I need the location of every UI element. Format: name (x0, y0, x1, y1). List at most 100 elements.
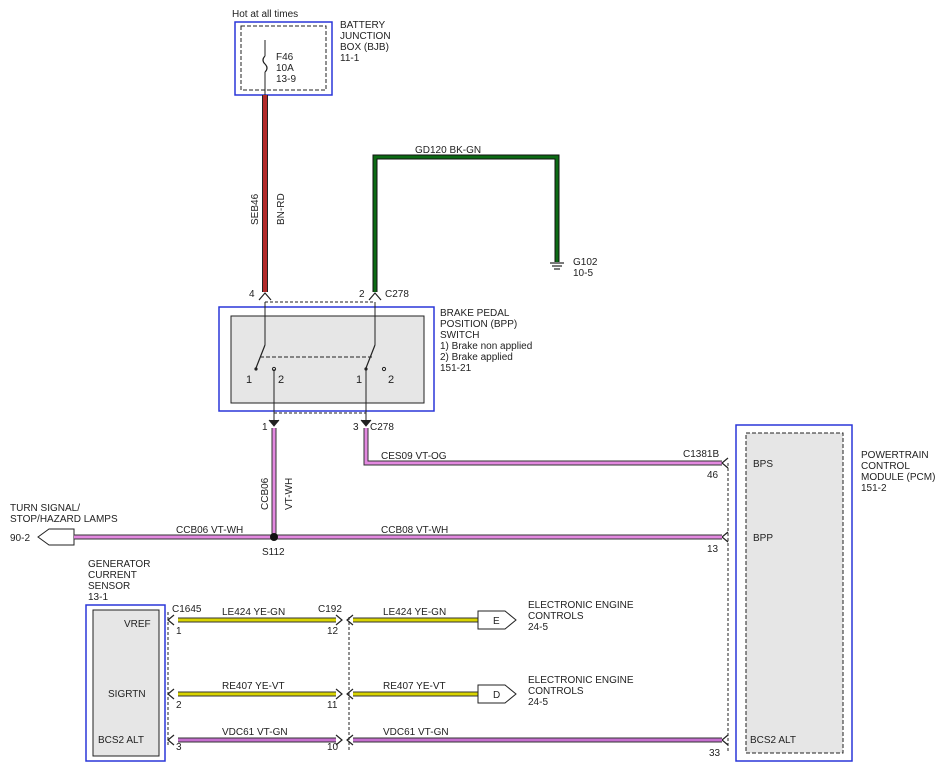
wire-le424-left[interactable]: LE424 YE-GN (178, 607, 336, 623)
eec-connector-e[interactable]: E ELECTRONIC ENGINE CONTROLS 24-5 (477, 600, 634, 633)
gen-connector: C1645 (172, 604, 202, 615)
ground-label: G102 (573, 257, 598, 268)
pcm-title-3: MODULE (PCM) (861, 472, 935, 483)
bjb-header: Hot at all times (232, 9, 298, 20)
wire-le424-right[interactable]: LE424 YE-GN (353, 607, 478, 623)
pcm-outline (735, 424, 853, 762)
c192-pin-12-chevron-left (335, 614, 343, 626)
bpp-title-1: BRAKE PEDAL (440, 308, 510, 319)
wire-re407-right-label: RE407 YE-VT (383, 681, 446, 692)
wire-seb46-color: BN-RD (276, 193, 287, 225)
bjb-inner-outline (240, 25, 327, 91)
pcm-pin-bpp-chevron (721, 531, 729, 543)
wire-seb46-circuit: SEB46 (250, 193, 261, 225)
wire-ccb06-left-label: CCB06 VT-WH (176, 525, 243, 536)
connector-c192[interactable]: C192 12 11 10 (318, 604, 354, 753)
bpp-left-contact-1 (254, 367, 258, 371)
eec-d-title-3: 24-5 (528, 697, 548, 708)
bpp-title-5: 2) Brake applied (440, 352, 513, 363)
generator-current-sensor[interactable]: GENERATOR CURRENT SENSOR 13-1 C1645 VREF… (85, 559, 202, 762)
eec-e-title-3: 24-5 (528, 622, 548, 633)
bpp-switch[interactable]: 4 2 C278 1 2 1 2 BRAKE PEDAL POSITION (B… (218, 289, 532, 433)
pin-1-arrow (268, 419, 280, 427)
splice-dot (270, 533, 278, 541)
pcm-pin-bpp-label: BPP (753, 533, 773, 544)
wire-le424-left-label: LE424 YE-GN (222, 607, 285, 618)
bpp-connector-top: C278 (385, 289, 409, 300)
turn-signal-title-2: STOP/HAZARD LAMPS (10, 514, 118, 525)
bpp-left-label-1: 1 (246, 374, 252, 386)
wire-seb46[interactable]: SEB46 BN-RD (250, 95, 287, 292)
pcm-pin-bcs2-number: 33 (709, 748, 721, 759)
wire-ces09-fill (364, 428, 722, 465)
splice-label: S112 (262, 547, 285, 558)
bpp-pin-4: 4 (249, 289, 255, 300)
wire-ccb06-vertical-circuit: CCB06 (260, 477, 271, 510)
bpp-title-3: SWITCH (440, 330, 479, 341)
wire-ces09[interactable]: CES09 VT-OG (363, 428, 722, 466)
wire-vdc61-right-label: VDC61 VT-GN (383, 727, 449, 738)
wire-le424-right-label: LE424 YE-GN (383, 607, 446, 618)
c192-pin-12-chevron-right (346, 614, 354, 626)
gen-title-4: 13-1 (88, 592, 108, 603)
splice-s112[interactable]: S112 (262, 533, 285, 558)
wire-gd120[interactable]: GD120 BK-GN (372, 145, 560, 292)
wire-vdc61-left[interactable]: VDC61 VT-GN (178, 727, 336, 743)
c192-pin-10-chevron-right (346, 734, 354, 746)
wire-ccb06-vertical[interactable]: CCB06 VT-WH (260, 428, 295, 537)
eec-d-connector-icon (477, 684, 517, 704)
wire-ccb06-left[interactable]: CCB06 VT-WH (74, 525, 274, 540)
eec-d-title-2: CONTROLS (528, 686, 584, 697)
wire-ccb06-vertical-color: VT-WH (284, 478, 295, 510)
bpp-pin-2: 2 (359, 289, 365, 300)
fuse-rating: 10A (276, 63, 294, 74)
wire-re407-left[interactable]: RE407 YE-VT (178, 681, 336, 697)
turn-signal-connector-icon (37, 528, 75, 546)
gen-pin-2-chevron (167, 688, 175, 700)
c192-pin-11-chevron-left (335, 688, 343, 700)
bjb-title-4: 11-1 (340, 53, 360, 64)
eec-d-title-1: ELECTRONIC ENGINE (528, 675, 634, 686)
eec-d-letter: D (493, 690, 500, 701)
pcm-pin-bps-chevron (721, 457, 729, 469)
wire-ces09-label: CES09 VT-OG (381, 451, 447, 462)
fuse-icon (262, 55, 268, 73)
wire-vdc61-left-label: VDC61 VT-GN (222, 727, 288, 738)
turn-signal-lamps[interactable]: TURN SIGNAL/ STOP/HAZARD LAMPS 90-2 (10, 503, 118, 546)
gen-title-2: CURRENT (88, 570, 137, 581)
bjb-title-2: JUNCTION (340, 31, 391, 42)
pcm-pin-bps-number: 46 (707, 470, 719, 481)
wire-re407-right[interactable]: RE407 YE-VT (353, 681, 478, 697)
c192-pin-12: 12 (327, 626, 339, 637)
eec-e-title-2: CONTROLS (528, 611, 584, 622)
gen-pin-1-chevron (167, 614, 175, 626)
wire-gd120-label: GD120 BK-GN (415, 145, 481, 156)
gen-title-1: GENERATOR (88, 559, 150, 570)
gen-pin-2-number: 2 (176, 700, 182, 711)
battery-junction-box[interactable]: Hot at all times F46 10A 13-9 BATTERY JU… (232, 9, 391, 96)
fuse-ref: 13-9 (276, 74, 296, 85)
gen-outline (85, 604, 166, 762)
pcm-module[interactable]: POWERTRAIN CONTROL MODULE (PCM) 151-2 C1… (683, 424, 935, 762)
gen-pin-bcs2-label: BCS2 ALT (98, 735, 144, 746)
pcm-title-4: 151-2 (861, 483, 887, 494)
pcm-pin-bcs2-chevron (721, 734, 729, 746)
bpp-right-label-1: 1 (356, 374, 362, 386)
c192-label: C192 (318, 604, 342, 615)
turn-signal-ref: 90-2 (10, 533, 30, 544)
pcm-title-2: CONTROL (861, 461, 910, 472)
bpp-pin-1: 1 (262, 422, 268, 433)
wire-ccb08[interactable]: CCB08 VT-WH (274, 525, 722, 540)
pcm-pin-bps-label: BPS (753, 459, 773, 470)
pcm-pin-bcs2-label: BCS2 ALT (750, 735, 796, 746)
wire-ccb08-label: CCB08 VT-WH (381, 525, 448, 536)
wire-re407-left-label: RE407 YE-VT (222, 681, 285, 692)
pin-2-chevron (368, 292, 382, 301)
bpp-right-label-2: 2 (388, 374, 394, 386)
bpp-title-4: 1) Brake non applied (440, 341, 532, 352)
gen-pin-sigrtn-label: SIGRTN (108, 689, 146, 700)
c192-pin-10: 10 (327, 742, 339, 753)
wire-vdc61-right[interactable]: VDC61 VT-GN (353, 727, 722, 743)
gen-title-3: SENSOR (88, 581, 130, 592)
eec-connector-d[interactable]: D ELECTRONIC ENGINE CONTROLS 24-5 (477, 675, 634, 708)
